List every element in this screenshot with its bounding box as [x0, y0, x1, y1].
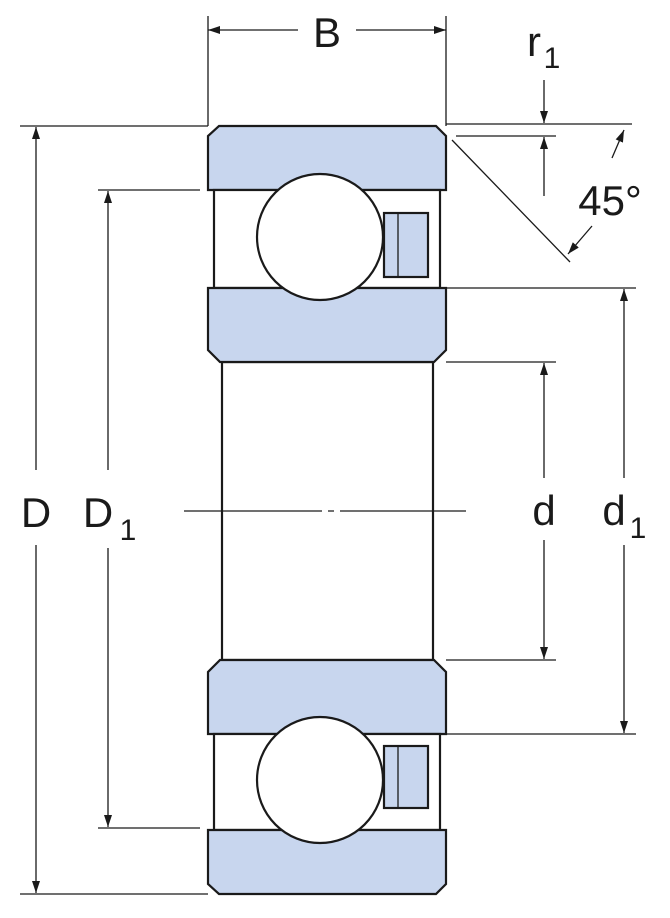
label-d1-subscript: 1: [120, 514, 137, 547]
upper-ball: [255, 172, 385, 302]
label-angle: 45°: [578, 177, 642, 224]
label-d-outer: D: [21, 489, 51, 536]
upper-cage: [382, 211, 430, 279]
lower-cage: [382, 744, 430, 810]
angle-arrow-bottom: [567, 225, 593, 255]
lower-outer-ring: [206, 828, 448, 896]
label-d1: D: [83, 489, 113, 536]
label-r1: r: [527, 18, 541, 65]
upper-outer-ring: [206, 124, 448, 192]
dimension-d1: D 1: [83, 189, 200, 829]
dimension-d1-lower: d 1: [446, 287, 647, 735]
label-d1-lower: d: [602, 487, 625, 534]
lower-ball: [255, 715, 385, 845]
dimension-d-outer: D: [20, 125, 208, 895]
label-b: B: [313, 9, 341, 56]
label-r1-subscript: 1: [544, 42, 561, 75]
dimension-d-bore: d: [446, 361, 556, 661]
label-d-bore: d: [532, 487, 555, 534]
chamfer-45-line: [451, 139, 571, 263]
bearing-cross-section: [184, 124, 466, 896]
angle-arrow-top: [611, 129, 625, 159]
label-d1-lower-subscript: 1: [630, 512, 647, 545]
dimension-b: B: [207, 9, 447, 126]
dimension-r1-chamfer: r 1 45°: [446, 18, 642, 263]
